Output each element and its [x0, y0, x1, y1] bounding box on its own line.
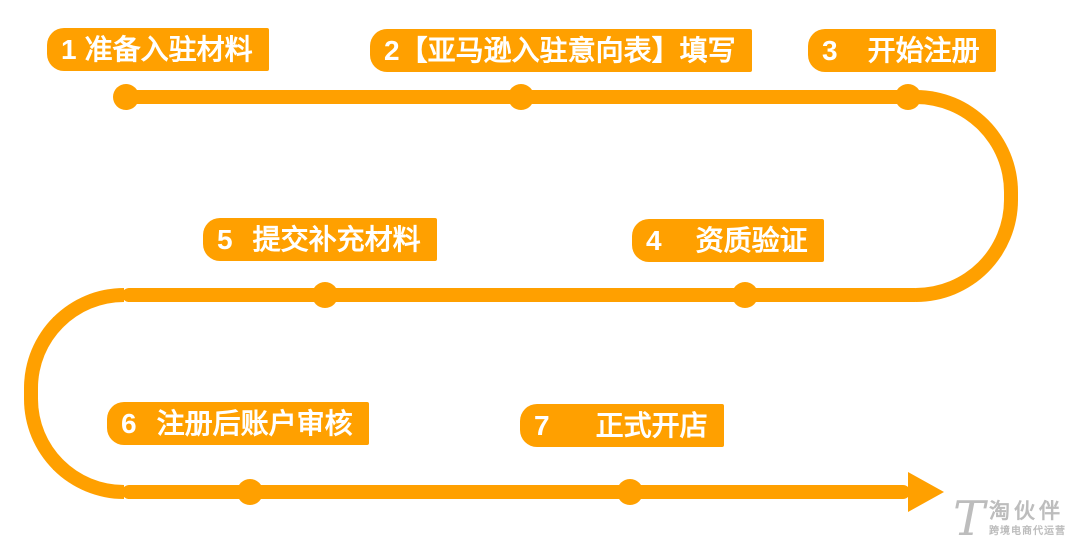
step-number: 3 [822, 35, 838, 66]
step-pill-2: 2 【亚马逊入驻意向表】填写 [370, 29, 752, 72]
flow-node-step-4 [732, 282, 758, 308]
flow-node-step-5 [312, 282, 338, 308]
step-pill-3: 3 开始注册 [808, 29, 996, 72]
brand-name: 淘伙伴 [989, 500, 1065, 523]
flow-line-row2 [122, 288, 922, 302]
watermark-logo: T 淘伙伴 跨境电商代运营 [953, 494, 1066, 544]
step-label: 正式开店 [595, 410, 708, 441]
arrow-head-icon [908, 472, 944, 512]
logo-t-icon: T [953, 491, 986, 546]
brand-subtitle: 跨境电商代运营 [989, 526, 1067, 537]
step-label: 【亚马逊入驻意向表】填写 [399, 35, 736, 66]
step-pill-5: 5 提交补充材料 [203, 218, 437, 261]
flow-node-step-2 [508, 84, 534, 110]
step-number: 5 [217, 224, 233, 255]
step-number: 2 [384, 35, 400, 66]
step-number: 4 [646, 225, 662, 256]
step-label: 准备入驻材料 [84, 34, 253, 65]
flow-curve-left [24, 288, 124, 499]
step-label: 提交补充材料 [252, 224, 421, 255]
step-number: 1 [61, 34, 77, 65]
step-number: 6 [121, 408, 137, 439]
step-number: 7 [534, 410, 550, 441]
step-label: 资质验证 [695, 225, 808, 256]
watermark-text-block: 淘伙伴 跨境电商代运营 [989, 494, 1066, 538]
flow-line-row3 [122, 485, 910, 499]
flow-curve-right [916, 90, 1018, 302]
step-label: 注册后账户审核 [156, 408, 353, 439]
step-pill-1: 1 准备入驻材料 [47, 28, 269, 71]
flow-node-step-3 [895, 84, 921, 110]
flow-node-step-6 [237, 479, 263, 505]
step-label: 开始注册 [867, 35, 980, 66]
step-pill-7: 7 正式开店 [520, 404, 724, 447]
flow-node-step-1 [113, 84, 139, 110]
step-pill-4: 4 资质验证 [632, 219, 824, 262]
step-pill-6: 6 注册后账户审核 [107, 402, 369, 445]
flow-node-step-7 [617, 479, 643, 505]
